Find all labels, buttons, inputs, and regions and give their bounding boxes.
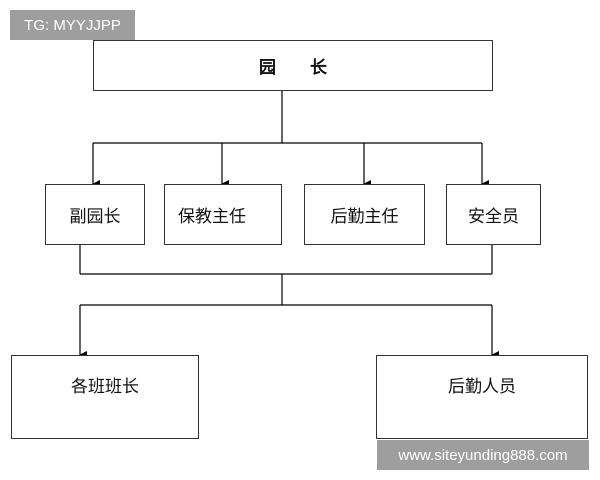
level2-node-label: 安全员	[468, 207, 519, 227]
watermark-text: www.siteyunding888.com	[398, 446, 568, 464]
watermark-top-left: TG: MYYJJPP	[10, 10, 135, 40]
level2-node-label: 保教主任	[178, 207, 246, 227]
level2-node-label: 后勤主任	[330, 207, 399, 227]
level3-node-houqinrenyuan: 后勤人员	[376, 355, 588, 439]
root-node-box: 园 长	[93, 40, 493, 91]
level2-node-label: 副园长	[69, 207, 121, 227]
level2-node-fuyuanzhang: 副园长	[45, 184, 145, 245]
root-node-label: 园 长	[259, 58, 341, 78]
level2-node-anquanyuan: 安全员	[446, 184, 541, 245]
level2-node-houqinzhuren: 后勤主任	[304, 184, 425, 245]
level3-node-gebanbanzhang: 各班班长	[11, 355, 199, 439]
watermark-bottom-right: www.siteyunding888.com	[377, 440, 589, 470]
watermark-text: TG: MYYJJPP	[24, 16, 121, 34]
level3-node-label: 各班班长	[71, 377, 139, 397]
level3-node-label: 后勤人员	[448, 377, 516, 397]
level2-node-baojiaozhuren: 保教主任	[164, 184, 282, 245]
